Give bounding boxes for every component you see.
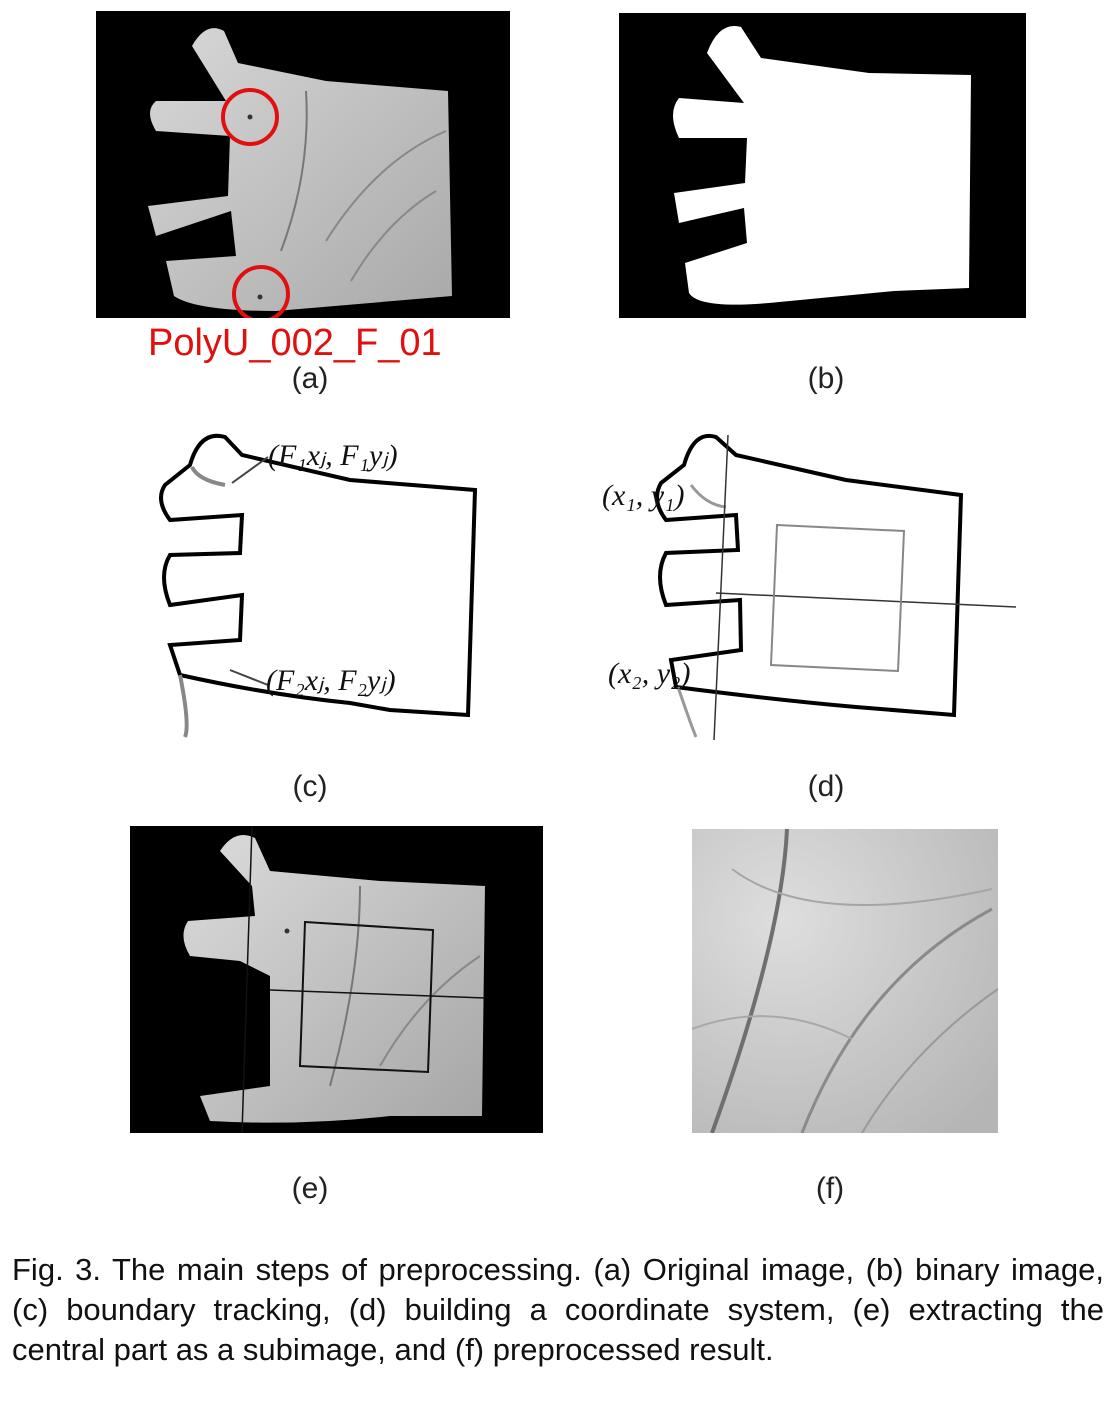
panel-a-label: (a)	[291, 362, 329, 395]
panel-a-original-image	[96, 11, 510, 318]
panel-c-boundary-tracking: (F₁xⱼ, F₁yⱼ) (F₂xⱼ, F₂yⱼ)	[150, 425, 490, 745]
panel-b-label: (b)	[807, 362, 845, 395]
figure-caption: Fig. 3. The main steps of preprocessing.…	[12, 1252, 1104, 1367]
panel-d-coordinate-system: (x₁, y₁) (x₂, y₂)	[596, 425, 1021, 745]
panel-e-central-subimage	[130, 826, 543, 1133]
sample-id-label: PolyU_002_F_01	[148, 322, 442, 364]
panel-c-label: (c)	[292, 770, 328, 803]
panel-f-label: (f)	[815, 1172, 845, 1205]
panel-d-label: (d)	[807, 770, 845, 803]
valley-point-1-label: (x₁, y₁)	[602, 479, 684, 512]
boundary-point-2-label: (F₂xⱼ, F₂yⱼ)	[266, 664, 396, 697]
boundary-point-1-label: (F₁xⱼ, F₁yⱼ)	[268, 439, 398, 472]
panel-b-binary-image	[619, 13, 1026, 318]
panel-e-label: (e)	[291, 1172, 329, 1205]
valley-point-2-label: (x₂, y₂)	[608, 657, 690, 690]
panel-f-preprocessed-result	[692, 829, 998, 1133]
